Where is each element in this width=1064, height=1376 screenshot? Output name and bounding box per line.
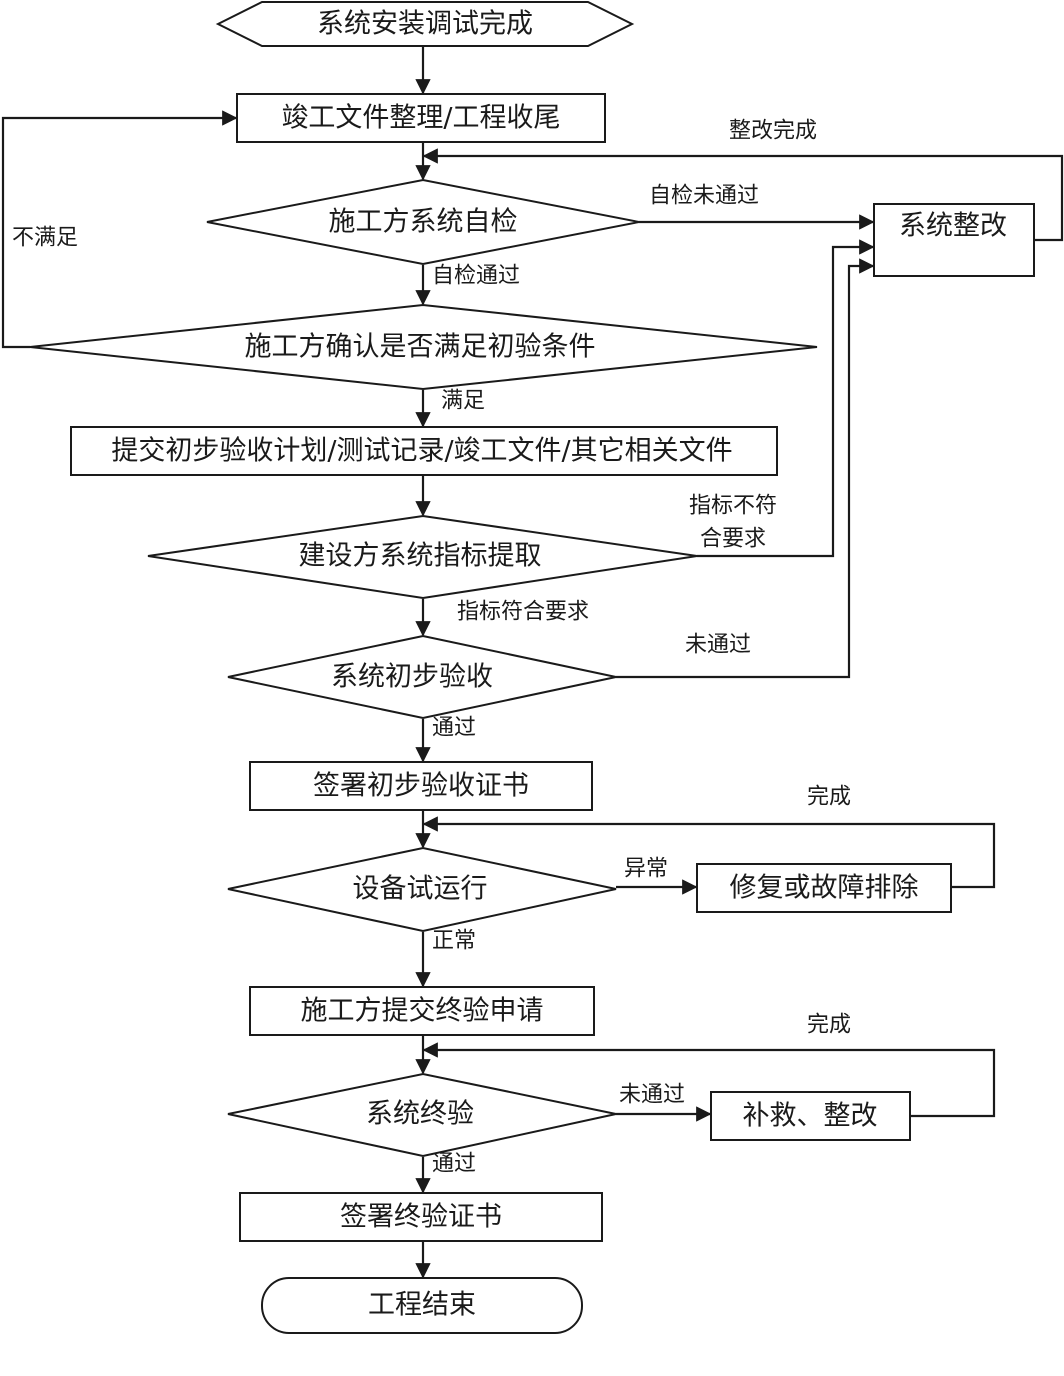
remedy-box	[710, 1091, 911, 1141]
satisfied-label: 满足	[441, 389, 485, 414]
self-check-label: 施工方系统自检	[329, 207, 518, 238]
prelim-pass-label: 通过	[432, 716, 476, 741]
rectify-label: 系统整改	[899, 211, 1007, 242]
confirm-conditions-diamond	[29, 303, 818, 391]
indicator-fail-label-line1: 指标不符	[689, 494, 777, 519]
final-application-box	[249, 986, 595, 1036]
arrow-not-satisfied-loop	[1, 110, 238, 349]
sign-final-label: 签署终验证书	[340, 1202, 502, 1233]
arrow-indicator-fail	[697, 239, 875, 558]
preliminary-acceptance-label: 系统初步验收	[331, 662, 493, 693]
repair-label: 修复或故障排除	[730, 873, 919, 904]
self-check-pass-label: 自检通过	[432, 264, 520, 289]
indicator-pass-label: 指标符合要求	[457, 600, 589, 625]
repair-done-label: 完成	[807, 785, 851, 810]
extract-indicators-label: 建设方系统指标提取	[299, 541, 542, 572]
final-fail-label: 未通过	[619, 1083, 685, 1108]
completion-docs-label: 竣工文件整理/工程收尾	[281, 103, 560, 134]
arrow-remedy-done	[422, 1042, 996, 1118]
sign-preliminary-box	[249, 761, 593, 811]
repair-box	[696, 863, 952, 913]
trial-run-diamond	[227, 846, 617, 933]
arrow-rectify-done	[422, 148, 1064, 242]
normal-label: 正常	[432, 929, 476, 954]
final-application-label: 施工方提交终验申请	[301, 996, 544, 1027]
start-node-label: 系统安装调试完成	[317, 9, 533, 40]
prelim-fail-label: 未通过	[685, 633, 751, 658]
start-node-shape	[215, 1, 635, 47]
submit-plan-box	[70, 426, 778, 476]
rectify-done-label: 整改完成	[729, 119, 817, 144]
indicator-fail-label-line2: 合要求	[700, 527, 766, 552]
completion-docs-box	[236, 93, 606, 143]
remedy-label: 补救、整改	[743, 1101, 878, 1132]
not-satisfied-label: 不满足	[12, 226, 78, 251]
confirm-conditions-label: 施工方确认是否满足初验条件	[245, 332, 596, 363]
arrow-repair-done	[422, 816, 996, 889]
self-check-fail-label: 自检未通过	[649, 184, 759, 209]
end-node-label: 工程结束	[368, 1290, 476, 1321]
submit-plan-label: 提交初步验收计划/测试记录/竣工文件/其它相关文件	[111, 436, 732, 467]
sign-preliminary-label: 签署初步验收证书	[313, 771, 529, 802]
remedy-done-label: 完成	[807, 1013, 851, 1038]
trial-run-label: 设备试运行	[353, 874, 488, 905]
final-acceptance-label: 系统终验	[366, 1099, 474, 1130]
final-pass-label: 通过	[432, 1152, 476, 1177]
abnormal-label: 异常	[624, 857, 668, 882]
arrow-prelim-fail	[616, 258, 875, 679]
